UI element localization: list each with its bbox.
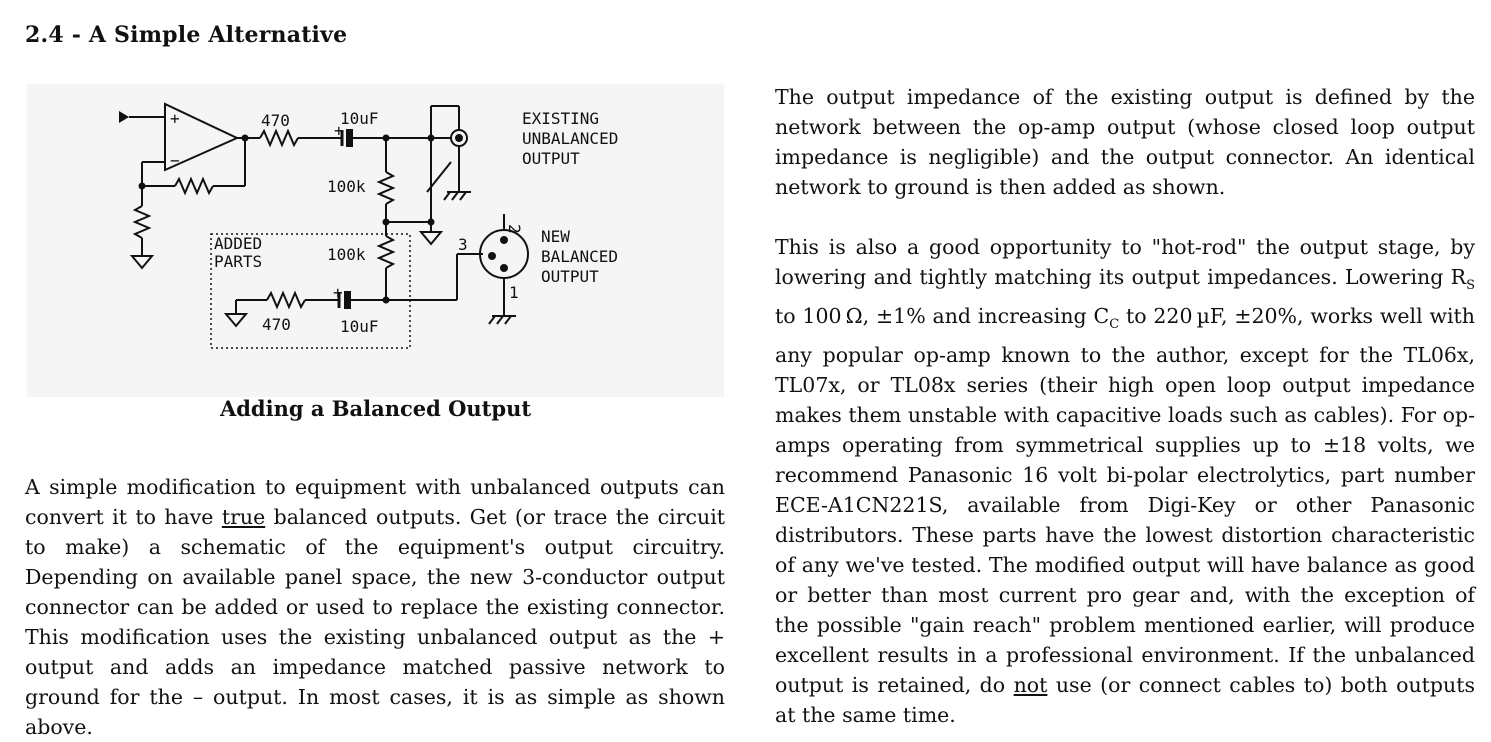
right-paragraph-1: The output impedance of the existing out… bbox=[775, 85, 1475, 199]
resistor-470-bottom bbox=[266, 290, 306, 310]
c-series-top-label: 10uF bbox=[340, 109, 379, 128]
r-shunt-bottom-label: 100k bbox=[327, 245, 366, 264]
resistor-100k-top bbox=[376, 171, 396, 205]
new-label-2: BALANCED bbox=[541, 247, 618, 266]
left-text-2: balanced outputs. Get (or trace the circ… bbox=[25, 505, 725, 739]
r-series-top-label: 470 bbox=[261, 111, 290, 130]
left-paragraph: A simple modification to equipment with … bbox=[25, 472, 725, 742]
right-text-2: to 100 Ω, ±1% and increasing C bbox=[775, 304, 1110, 329]
left-underlined-true: true bbox=[221, 505, 266, 529]
ground-left-icon bbox=[129, 255, 155, 270]
ground-bottom-icon bbox=[223, 313, 249, 328]
ground-mid-icon bbox=[418, 231, 444, 246]
existing-label-3: OUTPUT bbox=[522, 149, 580, 168]
right-text-3: to 220 µF, ±20%, works well with any pop… bbox=[775, 304, 1476, 698]
r-series-bottom-label: 470 bbox=[262, 315, 291, 334]
right-underlined-not: not bbox=[1013, 673, 1048, 698]
resistor-ground-left bbox=[132, 205, 152, 239]
added-label-1: ADDED bbox=[214, 234, 262, 253]
opamp-plus-label: + bbox=[170, 109, 180, 128]
schematic-figure: + − 470 10uF + EXISTING UNBALANCED OUTPU… bbox=[27, 84, 724, 397]
section-heading: 2.4 - A Simple Alternative bbox=[25, 22, 348, 48]
cap-plus-bottom-label: + bbox=[333, 283, 343, 302]
cap-plus-top-label: + bbox=[334, 121, 344, 140]
right-paragraph-2: This is also a good opportunity to "hot-… bbox=[775, 232, 1475, 730]
c-series-bottom-label: 10uF bbox=[340, 317, 379, 336]
resistor-feedback bbox=[174, 176, 214, 196]
opamp-minus-label: − bbox=[170, 151, 180, 170]
subscript-c: C bbox=[1109, 317, 1120, 333]
added-parts-box bbox=[210, 233, 411, 349]
new-label-1: NEW bbox=[541, 227, 570, 246]
pin-3-label: 3 bbox=[458, 235, 468, 254]
balanced-output-schematic: + − 470 10uF + EXISTING UNBALANCED OUTPU… bbox=[119, 102, 618, 349]
pin-2-label: 2 bbox=[505, 224, 524, 234]
opamp-symbol bbox=[164, 102, 240, 172]
left-text-1: A simple modification to equipment with … bbox=[25, 475, 725, 529]
input-arrow-icon bbox=[119, 111, 129, 123]
existing-label-1: EXISTING bbox=[522, 109, 599, 128]
figure-caption: Adding a Balanced Output bbox=[219, 396, 532, 421]
subscript-s: S bbox=[1466, 278, 1475, 294]
pin-1-label: 1 bbox=[509, 283, 519, 302]
existing-label-2: UNBALANCED bbox=[522, 129, 618, 148]
new-label-3: OUTPUT bbox=[541, 267, 599, 286]
right-text-1: This is also a good opportunity to "hot-… bbox=[775, 235, 1475, 289]
resistor-100k-bottom bbox=[376, 235, 396, 269]
added-label-2: PARTS bbox=[214, 252, 262, 271]
resistor-470-top bbox=[259, 128, 299, 148]
r-shunt-top-label: 100k bbox=[327, 177, 366, 196]
